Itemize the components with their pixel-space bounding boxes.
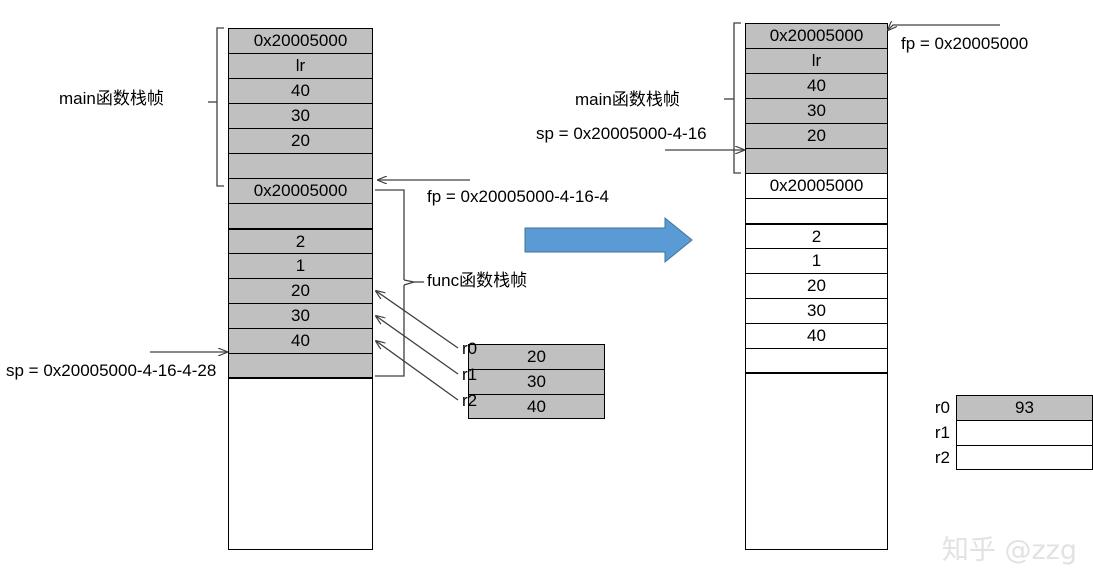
register-row: 20 xyxy=(468,344,605,369)
stack-cell: lr xyxy=(228,53,373,78)
register-value xyxy=(956,445,1093,470)
stack-cell xyxy=(228,153,373,178)
left-reg-pointer-label-r0: r0 xyxy=(462,339,478,358)
right-main-frame-label: main函数栈帧 xyxy=(575,90,680,109)
right-stack-tail-box xyxy=(745,373,888,550)
register-value: 93 xyxy=(956,395,1093,420)
register-row: r2 xyxy=(922,445,1093,470)
stack-cell: 40 xyxy=(228,78,373,103)
left-main-frame-brace xyxy=(208,27,224,187)
left-stack-tail-box xyxy=(228,378,373,550)
register-row: r0 93 xyxy=(922,395,1093,420)
right-fp-label: fp = 0x20005000 xyxy=(901,34,1029,53)
stack-cell: 20 xyxy=(228,128,373,153)
register-value: 40 xyxy=(468,394,605,419)
stack-cell xyxy=(228,203,373,228)
left-fp-label: fp = 0x20005000-4-16-4 xyxy=(427,187,609,206)
stack-cell: 30 xyxy=(745,98,888,123)
register-value: 20 xyxy=(468,344,605,369)
stack-cell: 40 xyxy=(745,323,888,348)
left-main-frame-label: main函数栈帧 xyxy=(59,89,164,108)
register-name: r1 xyxy=(934,423,950,442)
stack-cell: 0x20005000 xyxy=(745,173,888,198)
stack-cell xyxy=(745,198,888,223)
stack-cell: 30 xyxy=(745,298,888,323)
register-row: r1 xyxy=(922,420,1093,445)
stack-cell: 2 xyxy=(228,228,373,253)
stack-cell: 0x20005000 xyxy=(228,178,373,203)
right-sp-label: sp = 0x20005000-4-16 xyxy=(536,124,707,143)
stack-cell: 20 xyxy=(745,273,888,298)
stack-cell xyxy=(745,148,888,173)
stack-cell: 20 xyxy=(745,123,888,148)
stack-cell xyxy=(745,348,888,373)
register-value xyxy=(956,420,1093,445)
left-sp-label: sp = 0x20005000-4-16-4-28 xyxy=(6,361,217,380)
left-reg-pointer-label-r2: r2 xyxy=(462,391,478,410)
right-fp-arrow xyxy=(888,25,1000,30)
right-register-table: r0 93 r1 r2 xyxy=(922,395,1093,470)
stack-cell: lr xyxy=(745,48,888,73)
register-value: 30 xyxy=(468,369,605,394)
stack-cell: 1 xyxy=(745,248,888,273)
stack-cell: 1 xyxy=(228,253,373,278)
register-row: 40 xyxy=(468,394,605,419)
stack-cell: 2 xyxy=(745,223,888,248)
left-func-frame-brace xyxy=(375,189,424,377)
stack-cell: 0x20005000 xyxy=(228,28,373,53)
register-name: r2 xyxy=(934,448,950,467)
left-register-arrows xyxy=(376,291,459,401)
transition-arrow-blue xyxy=(524,216,693,264)
stack-cell: 30 xyxy=(228,103,373,128)
stack-cell: 30 xyxy=(228,303,373,328)
stack-cell: 0x20005000 xyxy=(745,23,888,48)
left-reg-pointer-label-r1: r1 xyxy=(462,365,478,384)
left-func-frame-label: func函数栈帧 xyxy=(427,271,528,290)
watermark: 知乎 @zzg xyxy=(941,535,1077,566)
register-row: 30 xyxy=(468,369,605,394)
stack-cell: 40 xyxy=(745,73,888,98)
stack-cell: 40 xyxy=(228,328,373,353)
right-main-frame-brace xyxy=(724,22,741,174)
register-name: r0 xyxy=(934,398,950,417)
stack-cell: 20 xyxy=(228,278,373,303)
stack-cell xyxy=(228,353,373,378)
